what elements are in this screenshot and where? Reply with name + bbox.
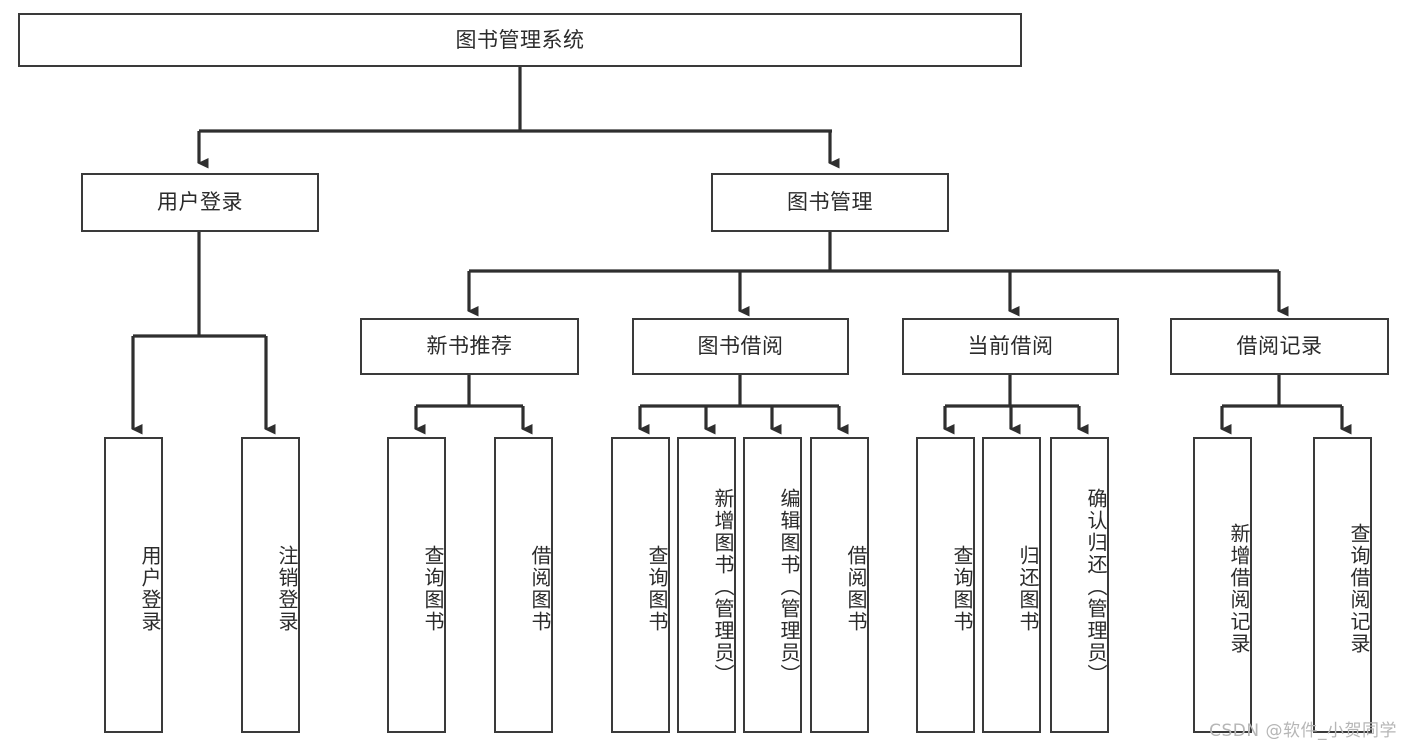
node-leaf-borrow-book-2[interactable]: 借阅图书 bbox=[810, 437, 869, 733]
node-leaf-return-book[interactable]: 归还图书 bbox=[982, 437, 1041, 733]
node-leaf-add-record[interactable]: 新增借阅记录 bbox=[1193, 437, 1252, 733]
node-label: 当前借阅 bbox=[967, 334, 1054, 359]
node-book-management[interactable]: 图书管理 bbox=[711, 173, 949, 232]
node-leaf-query-book-2[interactable]: 查询图书 bbox=[611, 437, 670, 733]
node-leaf-query-record[interactable]: 查询借阅记录 bbox=[1313, 437, 1372, 733]
node-label: 借阅图书 bbox=[844, 545, 868, 633]
node-leaf-edit-book[interactable]: 编辑图书（管理员） bbox=[743, 437, 802, 733]
node-label: 用户登录 bbox=[138, 545, 162, 633]
node-label: 借阅记录 bbox=[1236, 334, 1323, 359]
node-label: 图书借阅 bbox=[697, 334, 784, 359]
node-leaf-query-book-3[interactable]: 查询图书 bbox=[916, 437, 975, 733]
node-label: 确认归还（管理员） bbox=[1084, 488, 1108, 686]
node-leaf-confirm-return[interactable]: 确认归还（管理员） bbox=[1050, 437, 1109, 733]
node-leaf-logout-login[interactable]: 注销登录 bbox=[241, 437, 300, 733]
node-label: 新书推荐 bbox=[426, 334, 513, 359]
node-borrow-record[interactable]: 借阅记录 bbox=[1170, 318, 1389, 375]
node-label: 归还图书 bbox=[1016, 545, 1040, 633]
node-label: 新增图书（管理员） bbox=[711, 488, 735, 686]
node-label: 注销登录 bbox=[275, 545, 299, 633]
node-label: 图书管理系统 bbox=[455, 27, 585, 52]
node-book-borrow[interactable]: 图书借阅 bbox=[632, 318, 849, 375]
node-user-login[interactable]: 用户登录 bbox=[81, 173, 319, 232]
node-leaf-query-book-1[interactable]: 查询图书 bbox=[387, 437, 446, 733]
node-leaf-add-book[interactable]: 新增图书（管理员） bbox=[677, 437, 736, 733]
node-leaf-user-login[interactable]: 用户登录 bbox=[104, 437, 163, 733]
node-leaf-borrow-book-1[interactable]: 借阅图书 bbox=[494, 437, 553, 733]
node-label: 查询借阅记录 bbox=[1347, 523, 1371, 655]
node-new-book-recommend[interactable]: 新书推荐 bbox=[360, 318, 579, 375]
node-label: 用户登录 bbox=[157, 190, 243, 215]
node-label: 编辑图书（管理员） bbox=[777, 488, 801, 686]
node-label: 查询图书 bbox=[645, 545, 669, 633]
node-label: 新增借阅记录 bbox=[1227, 523, 1251, 655]
watermark-text: CSDN @软件_小贺同学 bbox=[1209, 721, 1397, 741]
node-root-system[interactable]: 图书管理系统 bbox=[18, 13, 1022, 67]
node-label: 查询图书 bbox=[950, 545, 974, 633]
node-label: 查询图书 bbox=[421, 545, 445, 633]
node-current-borrow[interactable]: 当前借阅 bbox=[902, 318, 1119, 375]
node-label: 借阅图书 bbox=[528, 545, 552, 633]
node-label: 图书管理 bbox=[787, 190, 873, 215]
